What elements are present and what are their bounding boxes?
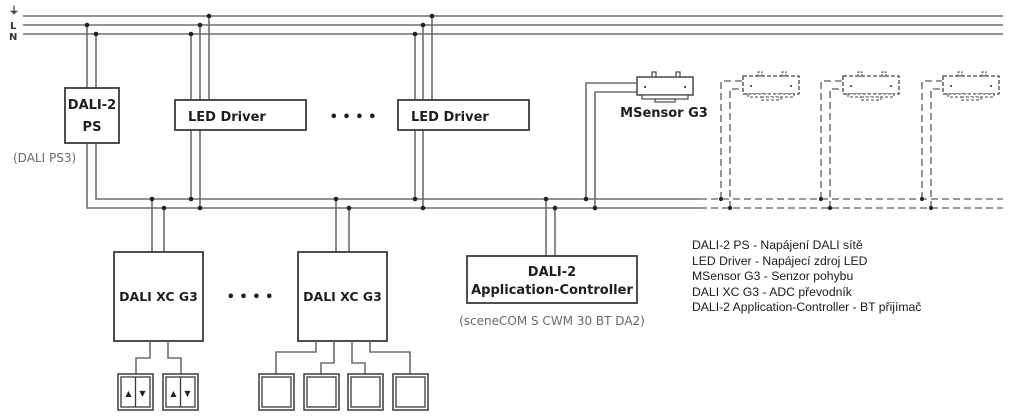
junction-dot (93, 31, 99, 37)
dali-2-application-controller: DALI-2 Application-Controller (466, 255, 638, 304)
blind-switch-2: ▲ ▼ (162, 373, 199, 411)
dashed-sensor-3 (818, 71, 900, 211)
dashed-sensor-4 (919, 71, 1000, 211)
ps-label-line1: DALI-2 (68, 98, 116, 113)
dali-xc-g3-1: DALI XC G3 (113, 251, 204, 342)
xc-label: DALI XC G3 (303, 289, 382, 304)
dali-ps-box: DALI-2 PS (64, 87, 120, 144)
led-driver-label: LED Driver (411, 110, 489, 125)
line-rail-label: L (10, 21, 17, 32)
legend-item: DALI XC G3 - ADC převodník (692, 284, 852, 299)
arrow-down-icon: ▼ (184, 389, 191, 398)
blind-switch-1: ▲ ▼ (117, 373, 154, 411)
more-drivers-ellipsis: • • • • (330, 110, 377, 125)
led-driver-label: LED Driver (188, 110, 266, 125)
legend: DALI-2 PS - Napájení DALI sítě LED Drive… (692, 238, 921, 316)
ps-model-label: (DALI PS3) (13, 151, 76, 165)
arrow-up-icon: ▲ (125, 389, 132, 398)
legend-item: MSensor G3 - Senzor pohybu (692, 269, 854, 283)
app-controller-label-line1: DALI-2 (528, 265, 576, 280)
msensor-g3-icon (636, 71, 694, 103)
push-button-1 (258, 373, 295, 411)
additional-sensors (718, 71, 1000, 211)
arrow-down-icon: ▼ (139, 389, 146, 398)
dali-xc-g3-2: DALI XC G3 (297, 251, 388, 342)
ps-label-line2: PS (83, 120, 102, 135)
push-button-4 (392, 373, 429, 411)
arrow-up-icon: ▲ (170, 389, 177, 398)
more-xc-ellipsis: • • • • (227, 290, 274, 305)
neutral-rail-label: N (9, 32, 17, 43)
xc-label: DALI XC G3 (119, 289, 198, 304)
junction-dot (84, 22, 90, 28)
legend-item: LED Driver - Napájecí zdroj LED (692, 253, 868, 268)
dashed-sensor-2 (718, 71, 800, 211)
sensor-wire-1 (585, 82, 637, 199)
push-button-2 (303, 373, 340, 411)
earth-rail-label: ⏚ (9, 5, 19, 17)
app-controller-model-label: (sceneCOM S CWM 30 BT DA2) (459, 314, 645, 328)
legend-item: DALI-2 PS - Napájení DALI sítě (692, 238, 863, 252)
msensor-label: MSensor G3 (620, 106, 708, 121)
push-button-3 (347, 373, 384, 411)
app-controller-label-line2: Application-Controller (471, 283, 633, 298)
sensor-wire-2 (594, 91, 637, 208)
legend-item: DALI-2 Application-Controller - BT přijí… (692, 300, 922, 314)
led-driver-2: LED Driver (397, 99, 530, 131)
led-driver-1: LED Driver (174, 99, 307, 131)
